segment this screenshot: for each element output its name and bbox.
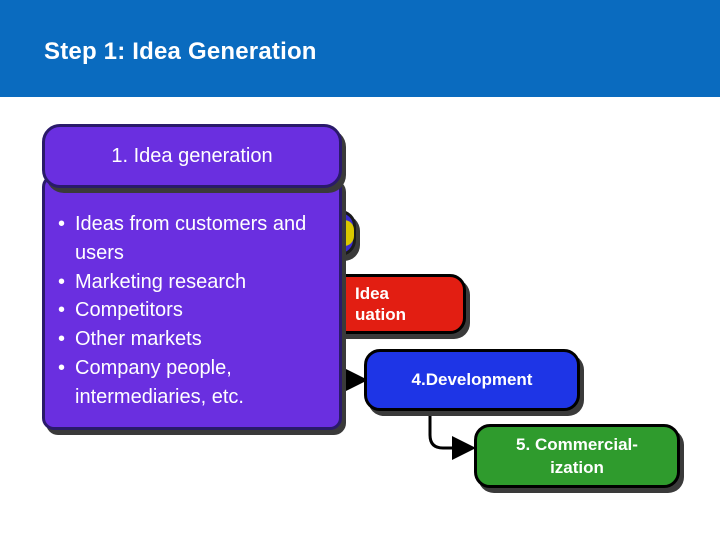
stage-5-box: 5. Commercial- ization: [474, 424, 680, 488]
stage-3-label-line-2: uation: [355, 305, 406, 324]
stage-1-label: 1. Idea generation: [111, 144, 273, 167]
idea-sources-list: Ideas from customers and users Marketing…: [58, 210, 339, 412]
list-item: Ideas from customers and users: [58, 210, 339, 268]
list-item: Company people, intermediaries, etc.: [58, 354, 339, 412]
stage-1-box: 1. Idea generation: [42, 124, 342, 188]
stage-5-label-line-2: ization: [550, 458, 604, 477]
list-item: Competitors: [58, 296, 339, 325]
header-bar: Step 1: Idea Generation: [0, 0, 720, 97]
idea-sources-panel: Ideas from customers and users Marketing…: [42, 175, 342, 430]
page-title: Step 1: Idea Generation: [44, 38, 317, 65]
stage-2-tip: [340, 220, 354, 246]
list-item: Marketing research: [58, 268, 339, 297]
connector-4-to-5: [428, 412, 476, 460]
stage-5-label-line-1: 5. Commercial-: [516, 435, 638, 454]
stage-4-box: 4.Development: [364, 349, 580, 411]
stage-4-label: 4.Development: [411, 370, 533, 389]
list-item: Other markets: [58, 325, 339, 354]
stage-3-label-line-1: Idea: [355, 284, 390, 303]
